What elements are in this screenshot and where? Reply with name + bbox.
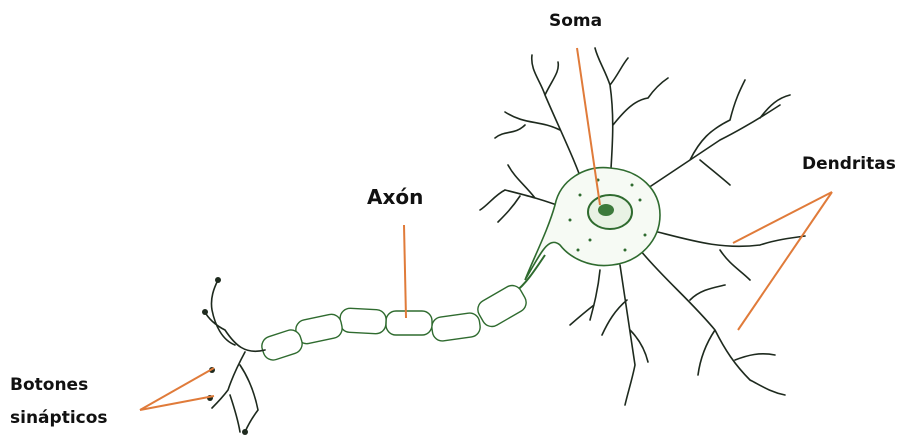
dendrites-pointer-upper [733,192,832,243]
axon-terminals [202,277,265,435]
label-axon: Axón [367,184,423,211]
soma-body [525,168,660,280]
label-soma: Soma [549,10,602,33]
axon-pointer [404,225,406,318]
nucleolus [598,204,614,216]
label-terminals-line2: sinápticos [10,407,108,430]
label-terminals-line1: Botones [10,374,88,397]
label-dendrites: Dendritas [802,153,896,176]
axon-hillock [515,255,545,292]
myelin-sheath [259,282,530,363]
dendrites-pointer-lower [738,192,832,330]
